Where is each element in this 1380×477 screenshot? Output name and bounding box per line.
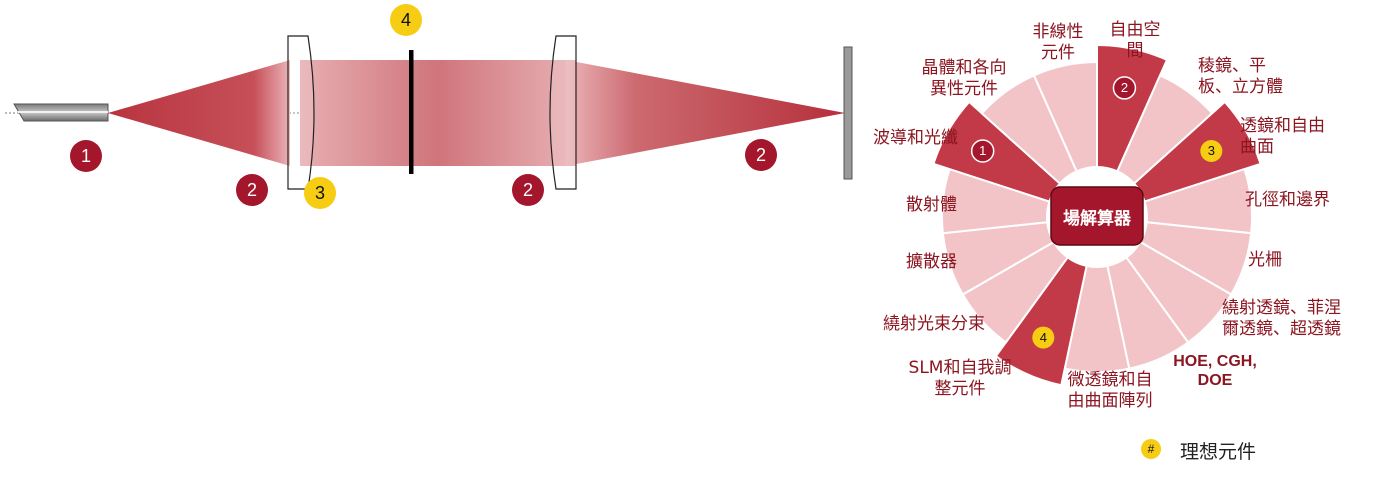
badge-fiber: 1: [70, 140, 102, 172]
wheel-segment: [1116, 74, 1214, 185]
field-solver-hub: [1050, 186, 1144, 246]
legend-ideal-badge-number: #: [1148, 442, 1155, 456]
wheel-segment-label: 波導和光纖: [873, 128, 958, 148]
wheel-segment-label: 散射體: [906, 195, 957, 215]
wheel-badge-3: 3: [1200, 140, 1223, 162]
wheel-badge-3-number: 3: [1208, 143, 1215, 158]
badge-aperture-number: 4: [401, 10, 411, 30]
wheel-segment-label: SLM和自我調 整元件: [908, 358, 1012, 399]
wheel-segment-label: 擴散器: [906, 252, 957, 272]
legend-ideal-badge: #: [1141, 439, 1161, 459]
wheel-segment: [941, 167, 1051, 235]
wheel-segment: [980, 74, 1078, 185]
badge-lens-left-number: 3: [315, 183, 325, 203]
wheel-segment: [1124, 240, 1233, 344]
badge-beam-left-number: 2: [247, 180, 257, 200]
badge-aperture: 4: [390, 4, 422, 36]
wheel-segment-label: 光柵: [1248, 250, 1282, 270]
wheel-badge-1-number: 1: [979, 143, 986, 158]
wheel-segment: [1063, 264, 1131, 373]
wheel-badge-2: 2: [1112, 76, 1137, 100]
wheel-segment: [1143, 167, 1253, 235]
wheel-segment-label: 透鏡和自由 曲面: [1240, 116, 1325, 157]
aperture-stop: [409, 50, 414, 174]
lens-left: [287, 35, 315, 190]
badge-beam-left: 2: [236, 174, 268, 206]
lens-right: [549, 35, 577, 190]
field-solver-hub-label: 場解算器: [1063, 208, 1132, 229]
wheel-segment: [1138, 221, 1253, 296]
wheel-segment-label: 稜鏡、平 板、立方體: [1198, 56, 1283, 97]
wheel-segment: [1032, 60, 1098, 173]
wheel-badge-4: 4: [1032, 326, 1055, 349]
wheel-segment: [994, 256, 1088, 387]
wheel-segment-label: 微透鏡和自 由曲面陣列: [1067, 370, 1153, 411]
field-solver-wheel: 2 3 4 1 場解算器: [932, 43, 1262, 387]
badge-fiber-number: 1: [81, 146, 91, 166]
badge-lens-left: 3: [304, 177, 336, 209]
wheel-badge-2-number: 2: [1121, 80, 1128, 95]
wheel-segment-label: 晶體和各向 異性元件: [921, 58, 1007, 99]
badge-beam-right-number: 2: [756, 145, 766, 165]
wheel-segment-label: 非線性 元件: [1032, 22, 1084, 63]
beam-converging: [566, 60, 845, 166]
wheel-segment: [941, 221, 1056, 296]
wheel-segment-label: 繞射透鏡、菲涅 爾透鏡、超透鏡: [1222, 298, 1341, 339]
legend-text: 理想元件: [1180, 441, 1257, 463]
badge-beam-right: 2: [745, 139, 777, 171]
wheel-segment: [1106, 256, 1190, 370]
wheel-segment: [1096, 43, 1169, 173]
wheel-badge-1: 1: [970, 139, 995, 163]
beam-collimated: [300, 60, 576, 166]
wheel-segment-label: HOE, CGH, DOE: [1173, 353, 1257, 389]
wheel-segment: [961, 240, 1070, 344]
beam-diverging: [108, 60, 290, 166]
wheel-badge-4-number: 4: [1040, 330, 1047, 345]
wheel-segment-label: 繞射光束分束: [883, 314, 985, 334]
badge-beam-mid: 2: [512, 174, 544, 206]
wheel-segment-label: 自由空 間: [1109, 20, 1161, 61]
badge-beam-mid-number: 2: [523, 180, 533, 200]
wheel-segment-label: 孔徑和邊界: [1245, 190, 1330, 210]
detector-plane: [843, 46, 853, 180]
